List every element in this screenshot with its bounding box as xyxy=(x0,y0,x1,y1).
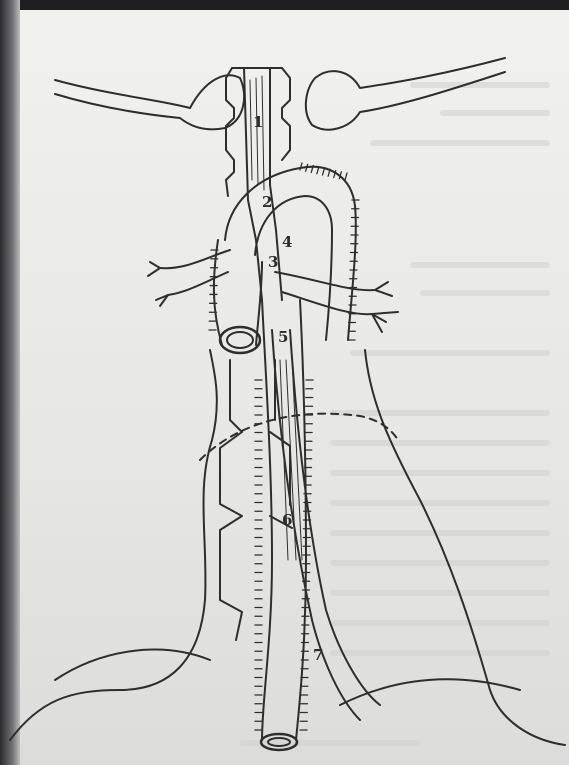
right-clavicle xyxy=(306,58,505,130)
label-6: 6 xyxy=(282,513,292,528)
aorta-cut-bottom xyxy=(261,734,297,750)
right-branch-tips xyxy=(372,282,398,332)
hatch-tick xyxy=(345,173,347,180)
pulmonary-cut-inner xyxy=(227,332,253,348)
left-clavicle xyxy=(55,75,244,129)
aorta-cut-bottom-inner xyxy=(268,738,290,746)
vertebra-upper-right xyxy=(282,68,290,160)
aortic-arch-inner xyxy=(255,196,332,340)
vertebra-lower xyxy=(220,360,242,640)
label-2: 2 xyxy=(262,195,272,210)
descending-left xyxy=(262,300,272,740)
hatch-tick xyxy=(323,168,325,175)
left-brachio-vessel xyxy=(160,250,230,295)
descending-striations xyxy=(280,360,302,560)
label-4: 4 xyxy=(282,235,292,250)
hatch-tick xyxy=(300,163,302,170)
bottom-curve-left xyxy=(55,650,210,680)
label-5: 5 xyxy=(278,330,288,345)
body-outline-left xyxy=(10,350,217,740)
aortic-arch-outer xyxy=(225,167,356,340)
right-pulmonary-vessel xyxy=(275,272,375,314)
label-3: 3 xyxy=(268,255,278,270)
esophagus-striations xyxy=(250,76,264,190)
label-1: 1 xyxy=(253,115,263,130)
label-7: 7 xyxy=(313,648,323,663)
